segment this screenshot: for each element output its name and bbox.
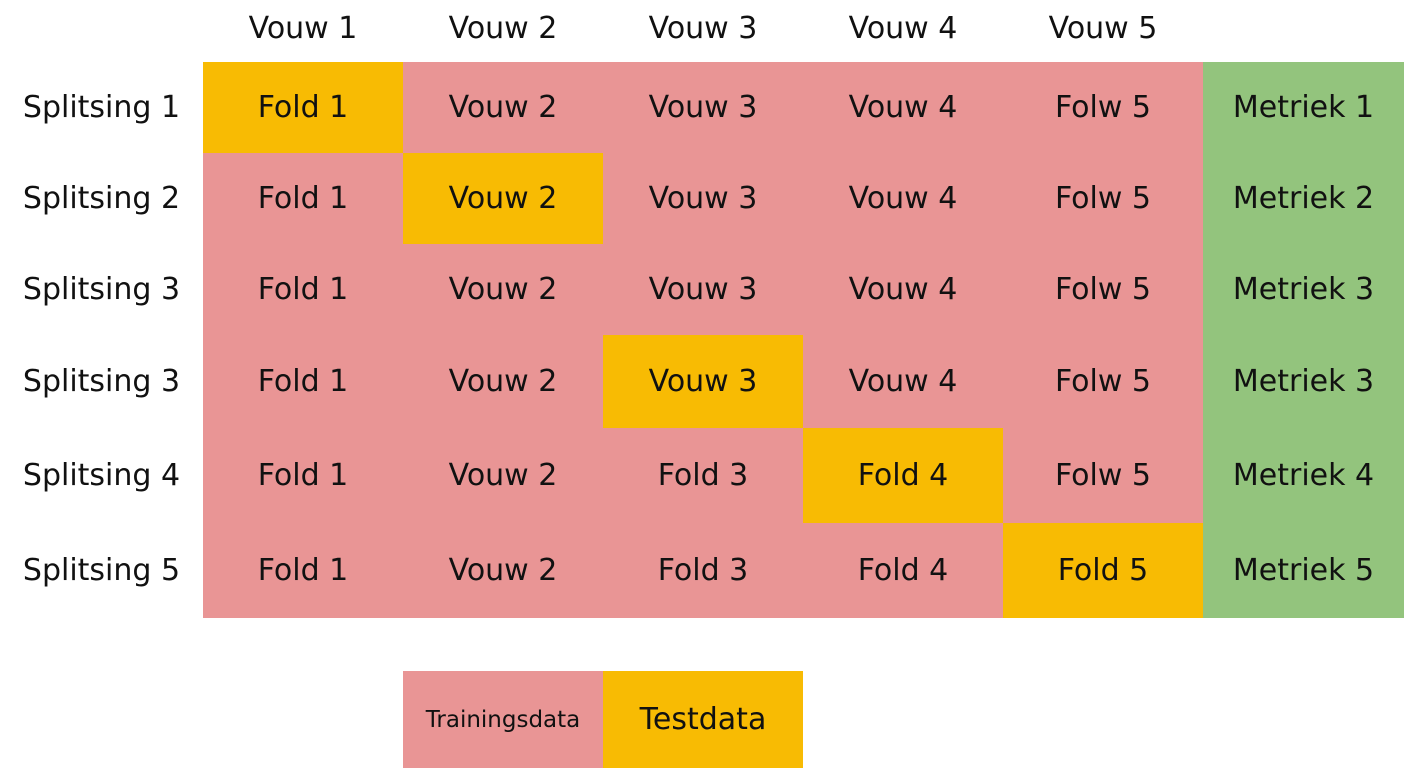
column-header: Vouw 3 (648, 10, 758, 46)
training-fold-cell: Folw 5 (1003, 335, 1203, 428)
split-label: Splitsing 5 (22, 553, 181, 588)
training-fold-cell: Vouw 3 (603, 153, 803, 244)
training-fold-cell: Folw 5 (1003, 244, 1203, 335)
legend-test-data: Testdata (603, 671, 803, 768)
training-fold-cell: Fold 4 (803, 523, 1003, 618)
metric-cell: Metriek 3 (1203, 335, 1404, 428)
training-fold-cell: Vouw 2 (403, 335, 603, 428)
training-fold-cell: Vouw 2 (403, 62, 603, 153)
metric-cell: Metriek 2 (1203, 153, 1404, 244)
training-fold-cell: Fold 1 (203, 244, 403, 335)
training-fold-cell: Fold 3 (603, 428, 803, 523)
training-fold-cell: Vouw 2 (403, 428, 603, 523)
training-fold-cell: Vouw 3 (603, 62, 803, 153)
training-fold-cell: Fold 1 (203, 153, 403, 244)
split-label: Splitsing 4 (22, 458, 181, 493)
training-fold-cell: Fold 3 (603, 523, 803, 618)
legend-training-data: Trainingsdata (403, 671, 603, 768)
training-fold-cell: Fold 1 (203, 335, 403, 428)
metric-cell: Metriek 1 (1203, 62, 1404, 153)
training-fold-cell: Vouw 2 (403, 523, 603, 618)
metric-cell: Metriek 3 (1203, 244, 1404, 335)
test-fold-cell: Vouw 2 (403, 153, 603, 244)
test-fold-cell: Vouw 3 (603, 335, 803, 428)
training-fold-cell: Fold 1 (203, 523, 403, 618)
training-fold-cell: Vouw 4 (803, 244, 1003, 335)
split-label: Splitsing 3 (22, 272, 181, 307)
training-fold-cell: Folw 5 (1003, 62, 1203, 153)
training-fold-cell: Vouw 4 (803, 153, 1003, 244)
training-fold-cell: Fold 1 (203, 428, 403, 523)
metric-cell: Metriek 5 (1203, 523, 1404, 618)
metric-cell: Metriek 4 (1203, 428, 1404, 523)
training-fold-cell: Folw 5 (1003, 153, 1203, 244)
training-fold-cell: Folw 5 (1003, 428, 1203, 523)
training-fold-cell: Vouw 2 (403, 244, 603, 335)
split-label: Splitsing 3 (22, 364, 181, 399)
test-fold-cell: Fold 1 (203, 62, 403, 153)
training-fold-cell: Vouw 3 (603, 244, 803, 335)
split-label: Splitsing 1 (22, 90, 181, 125)
split-label: Splitsing 2 (22, 181, 181, 216)
training-fold-cell: Vouw 4 (803, 335, 1003, 428)
training-fold-cell: Vouw 4 (803, 62, 1003, 153)
test-fold-cell: Fold 4 (803, 428, 1003, 523)
column-header: Vouw 4 (848, 10, 958, 46)
test-fold-cell: Fold 5 (1003, 523, 1203, 618)
column-header: Vouw 5 (1048, 10, 1158, 46)
column-header: Vouw 2 (448, 10, 558, 46)
column-header: Vouw 1 (248, 10, 358, 46)
